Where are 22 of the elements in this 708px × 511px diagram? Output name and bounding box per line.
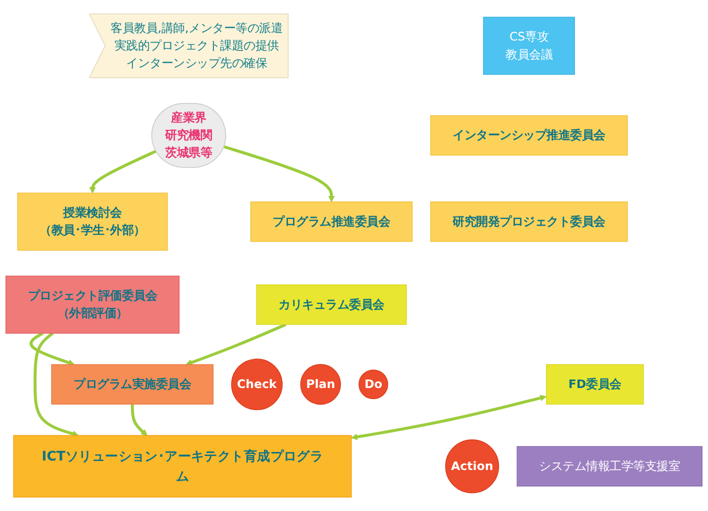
arrow: [30, 332, 75, 366]
node-circle: Action: [445, 439, 500, 494]
node-box: プロジェクト評価委員会 （外部評価）: [6, 276, 180, 334]
node-circle: Do: [358, 370, 388, 400]
node-box: 研究開発プロジェクト委員会: [430, 201, 628, 242]
node-box: FD委員会: [546, 364, 644, 405]
node-box: CS専攻 教員会議: [483, 16, 575, 75]
node-circle: Plan: [300, 364, 341, 405]
node-box: システム情報工学等支援室: [516, 446, 702, 486]
arrow: [351, 394, 546, 440]
node-box: プログラム推進委員会: [250, 201, 413, 242]
node-box: プログラム実施委員会: [51, 364, 214, 405]
node-box: ICTソリューション･アーキテクト育成プログラム: [13, 435, 352, 498]
arrow: [224, 145, 335, 202]
node-circle: Check: [231, 358, 283, 410]
arrow: [89, 150, 157, 194]
node-box: 授業検討会 （教員･学生･外部）: [17, 192, 168, 251]
node-box: カリキュラム委員会: [256, 284, 407, 325]
node-box: インターンシップ推進委員会: [430, 115, 628, 156]
arrow: [186, 323, 286, 366]
arrow: [130, 404, 148, 436]
arrow: [34, 332, 79, 437]
